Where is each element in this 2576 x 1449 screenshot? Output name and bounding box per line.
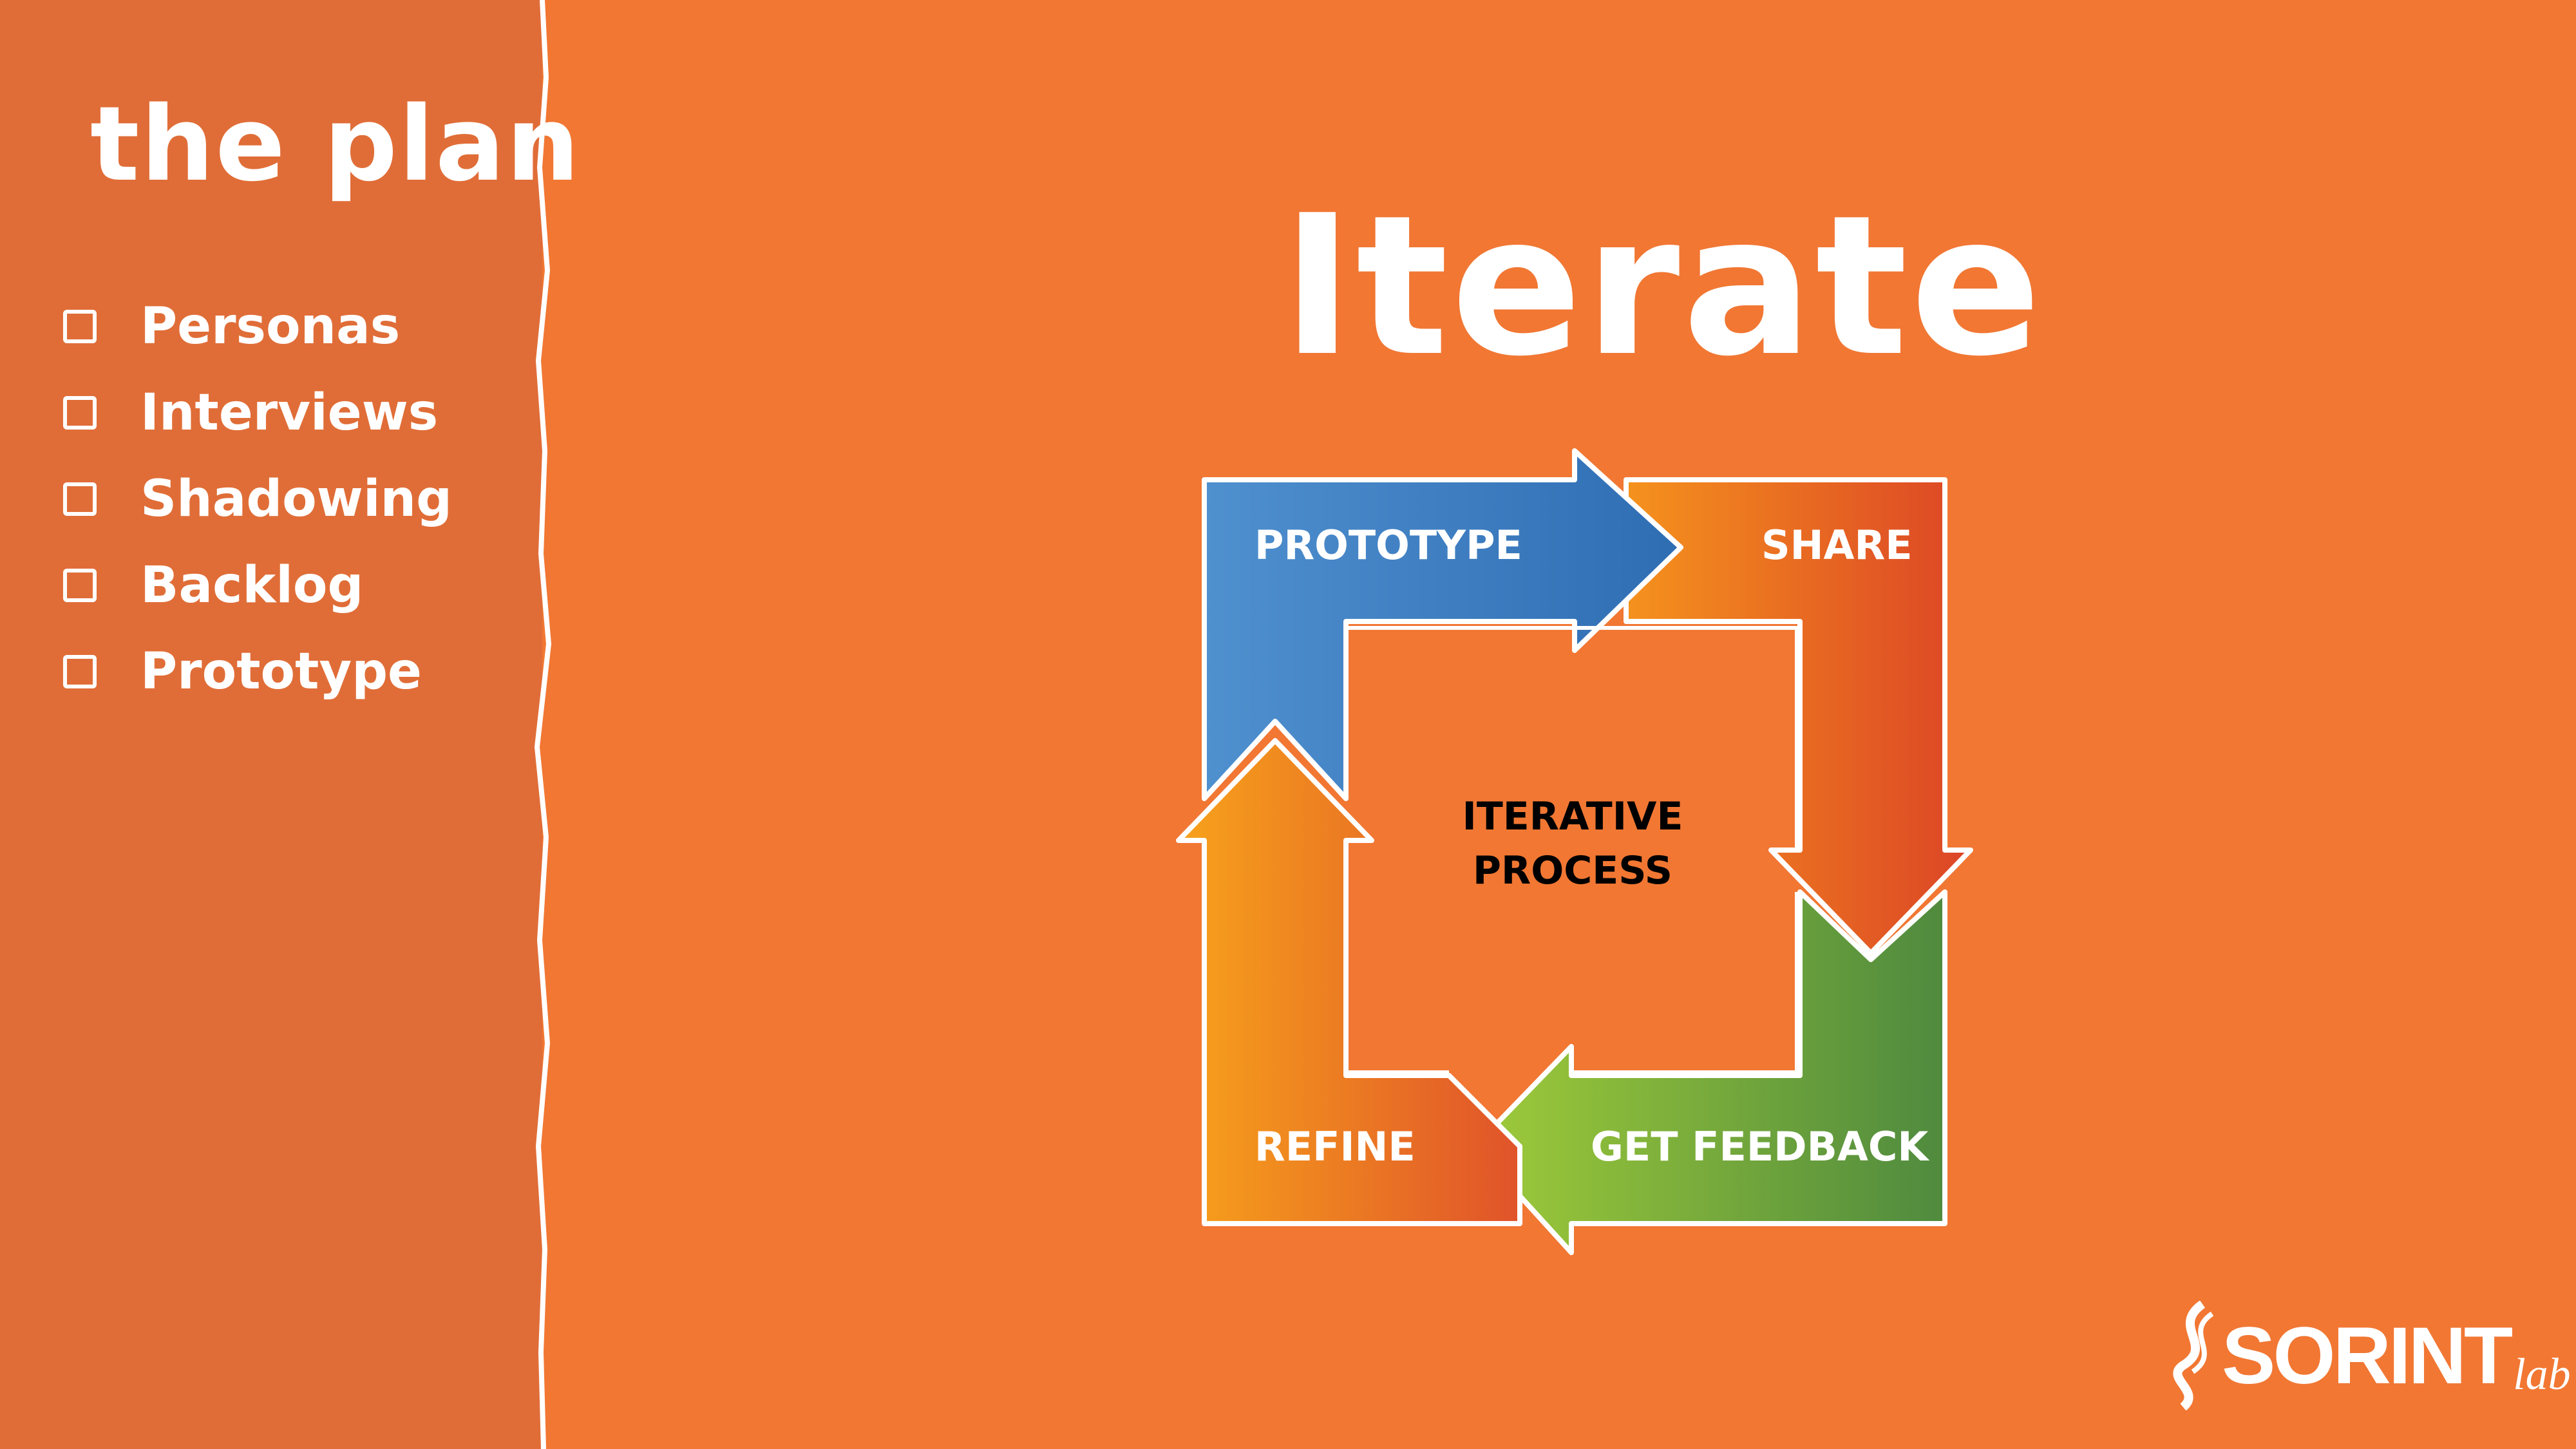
- plan-item-label: Prototype: [140, 643, 422, 701]
- center-label-line1: ITERATIVE: [1463, 794, 1683, 839]
- get-feedback-arrow: [1472, 889, 1947, 1255]
- plan-item-personas[interactable]: Personas: [63, 283, 452, 370]
- plan-item-backlog[interactable]: Backlog: [63, 542, 452, 629]
- refine-arrow: [1176, 738, 1522, 1226]
- inner-square-outline: [1344, 626, 1799, 1074]
- plan-item-interviews[interactable]: Interviews: [63, 370, 452, 456]
- checkbox-icon[interactable]: [63, 310, 97, 343]
- plan-item-label: Personas: [140, 298, 401, 355]
- center-label-line2: PROCESS: [1473, 848, 1672, 893]
- sidebar: [0, 0, 542, 1449]
- plan-item-shadowing[interactable]: Shadowing: [63, 456, 452, 542]
- plan-item-label: Shadowing: [140, 470, 452, 528]
- checkbox-icon[interactable]: [63, 655, 97, 688]
- sorint-swirl-icon: [2173, 1301, 2214, 1410]
- step-label-prototype: PROTOTYPE: [1255, 522, 1522, 569]
- step-label-refine: REFINE: [1255, 1123, 1416, 1170]
- checkbox-icon[interactable]: [63, 569, 97, 602]
- step-label-share: SHARE: [1761, 522, 1913, 569]
- torn-edge-divider: [534, 0, 555, 1449]
- checkbox-icon[interactable]: [63, 396, 97, 430]
- share-arrow: [1624, 477, 1973, 956]
- sidebar-title: the plan: [90, 84, 581, 204]
- logo-suffix: lab: [2513, 1350, 2571, 1399]
- sorint-lab-logo: SORINT lab: [2164, 1301, 2571, 1410]
- page-title: Iterate: [1282, 174, 2044, 399]
- plan-item-prototype[interactable]: Prototype: [63, 629, 452, 715]
- prototype-arrow: [1202, 448, 1683, 801]
- step-label-get-feedback: GET FEEDBACK: [1591, 1123, 1929, 1170]
- logo-name: SORINT: [2222, 1311, 2513, 1401]
- checkbox-icon[interactable]: [63, 482, 97, 516]
- plan-item-label: Interviews: [140, 384, 439, 442]
- plan-checklist: Personas Interviews Shadowing Backlog Pr…: [63, 283, 452, 715]
- plan-item-label: Backlog: [140, 556, 364, 614]
